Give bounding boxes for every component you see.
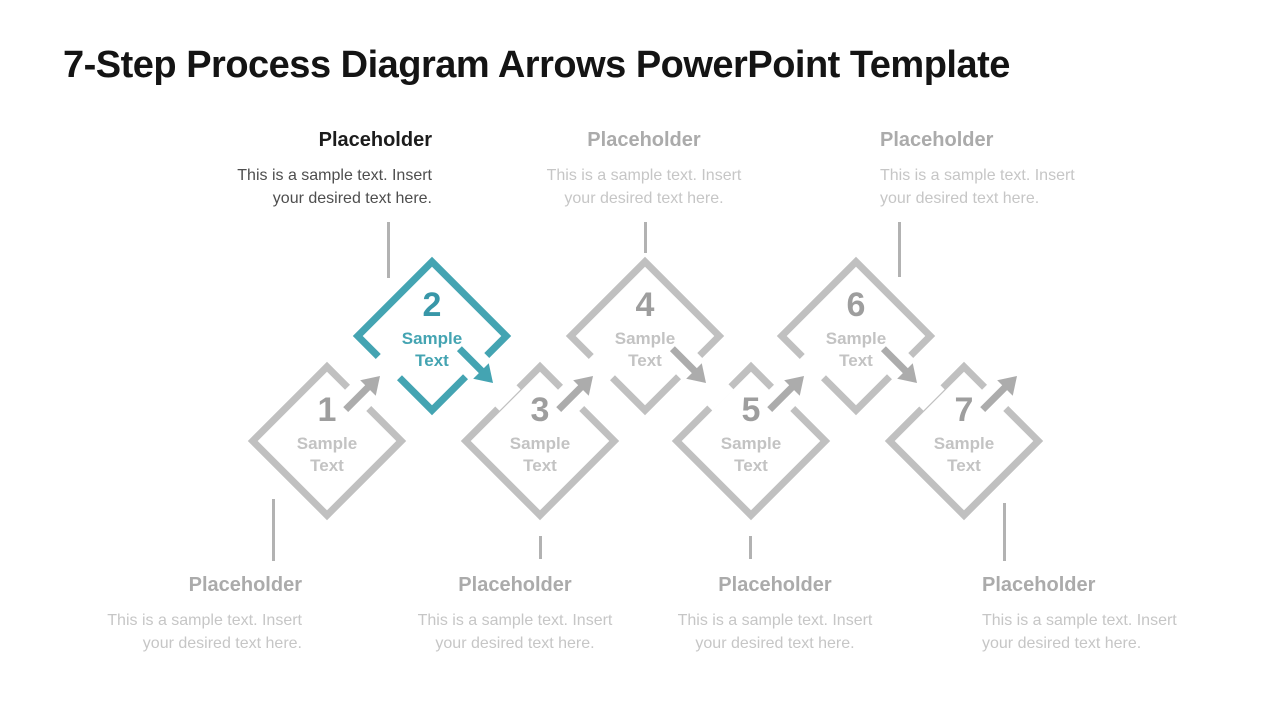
placeholder-bottom-2-heading: Placeholder	[458, 574, 572, 596]
connector-bottom-3	[749, 536, 752, 559]
connector-bottom-4	[1003, 503, 1006, 561]
placeholder-top-1-body: This is a sample text. Insert your desir…	[237, 167, 432, 207]
placeholder-top-2: Placeholder This is a sample text. Inser…	[514, 126, 774, 210]
placeholder-top-2-heading: Placeholder	[587, 129, 701, 151]
placeholder-top-1: Placeholder This is a sample text. Inser…	[172, 126, 432, 210]
placeholder-bottom-3: Placeholder This is a sample text. Inser…	[645, 571, 905, 655]
placeholder-top-2-body: This is a sample text. Insert your desir…	[546, 167, 742, 207]
placeholder-bottom-4-heading: Placeholder	[982, 574, 1096, 596]
placeholder-bottom-1-heading: Placeholder	[188, 574, 302, 596]
connector-top-1	[387, 222, 390, 278]
connector-bottom-1	[272, 499, 275, 561]
placeholder-bottom-1-body: This is a sample text. Insert your desir…	[107, 612, 302, 652]
placeholder-bottom-3-body: This is a sample text. Insert your desir…	[677, 612, 873, 652]
placeholder-top-3: Placeholder This is a sample text. Inser…	[880, 126, 1140, 210]
placeholder-bottom-3-heading: Placeholder	[718, 574, 832, 596]
placeholder-bottom-4: Placeholder This is a sample text. Inser…	[982, 571, 1242, 655]
placeholder-bottom-2-body: This is a sample text. Insert your desir…	[417, 612, 613, 652]
placeholder-bottom-1: Placeholder This is a sample text. Inser…	[42, 571, 302, 655]
placeholder-bottom-4-body: This is a sample text. Insert your desir…	[982, 612, 1177, 652]
placeholder-top-3-body: This is a sample text. Insert your desir…	[880, 167, 1075, 207]
placeholder-bottom-2: Placeholder This is a sample text. Inser…	[385, 571, 645, 655]
connector-top-3	[898, 222, 901, 277]
placeholder-top-1-heading: Placeholder	[318, 129, 432, 151]
connector-bottom-2	[539, 536, 542, 559]
placeholder-top-3-heading: Placeholder	[880, 129, 994, 151]
slide-title: 7-Step Process Diagram Arrows PowerPoint…	[63, 44, 1010, 86]
connector-top-2	[644, 222, 647, 253]
